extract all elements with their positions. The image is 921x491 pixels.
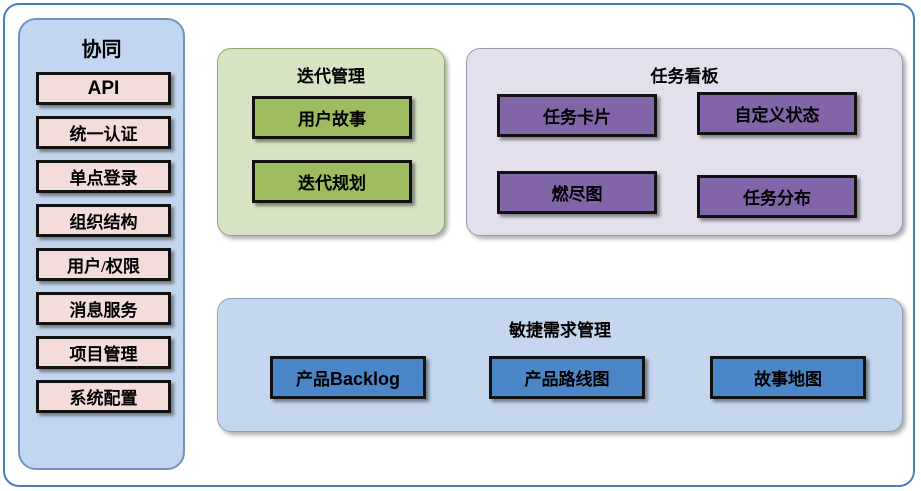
sidebar-item-label: 系统配置 bbox=[69, 389, 138, 408]
iteration-box-iteration-planning[interactable]: 迭代规划 bbox=[252, 160, 412, 203]
task-box-label: 任务分布 bbox=[743, 189, 811, 208]
sidebar-item-single-sign-on[interactable]: 单点登录 bbox=[36, 160, 171, 193]
iteration-panel-title: 迭代管理 bbox=[297, 67, 365, 86]
iteration-management-panel[interactable]: 迭代管理 用户故事 迭代规划 bbox=[217, 48, 445, 236]
task-box-label: 自定义状态 bbox=[734, 106, 820, 125]
task-board-panel-title: 任务看板 bbox=[650, 67, 719, 86]
iteration-box-user-story[interactable]: 用户故事 bbox=[252, 96, 412, 139]
sidebar-item-label: 消息服务 bbox=[69, 301, 138, 320]
agile-requirements-panel-title: 敏捷需求管理 bbox=[509, 321, 611, 340]
agile-box-label: 产品Backlog bbox=[295, 369, 401, 389]
sidebar-item-label: API bbox=[87, 77, 120, 99]
iteration-box-label: 迭代规划 bbox=[298, 174, 366, 193]
task-box-label: 任务卡片 bbox=[543, 108, 611, 127]
task-box-custom-status[interactable]: 自定义状态 bbox=[697, 92, 857, 135]
sidebar-item-system-config[interactable]: 系统配置 bbox=[36, 380, 171, 413]
task-box-label: 燃尽图 bbox=[551, 185, 603, 204]
sidebar-item-message-service[interactable]: 消息服务 bbox=[36, 292, 171, 325]
sidebar-item-project-management[interactable]: 项目管理 bbox=[36, 336, 171, 369]
sidebar-item-unified-auth[interactable]: 统一认证 bbox=[36, 116, 171, 149]
sidebar-item-user-permission[interactable]: 用户/权限 bbox=[36, 248, 171, 281]
sidebar-item-label: 单点登录 bbox=[69, 169, 138, 188]
sidebar-item-label: 用户/权限 bbox=[67, 257, 140, 276]
sidebar-item-org-structure[interactable]: 组织结构 bbox=[36, 204, 171, 237]
agile-box-label: 产品路线图 bbox=[524, 370, 610, 389]
task-box-task-distribution[interactable]: 任务分布 bbox=[697, 175, 857, 218]
agile-requirements-panel[interactable]: 敏捷需求管理 产品Backlog 产品路线图 故事地图 bbox=[217, 298, 903, 432]
sidebar-item-label: 统一认证 bbox=[69, 125, 138, 144]
sidebar-item-api[interactable]: API bbox=[36, 72, 171, 105]
agile-box-product-roadmap[interactable]: 产品路线图 bbox=[489, 356, 645, 399]
collaboration-panel[interactable]: 协同 API 统一认证 单点登录 组织结构 用户/权限 消息服务 项目管理 bbox=[18, 18, 185, 470]
agile-box-product-backlog[interactable]: 产品Backlog bbox=[270, 356, 426, 399]
task-box-burndown-chart[interactable]: 燃尽图 bbox=[497, 171, 657, 214]
task-board-panel[interactable]: 任务看板 任务卡片 自定义状态 燃尽图 任务分布 bbox=[466, 48, 903, 236]
agile-box-story-map[interactable]: 故事地图 bbox=[710, 356, 866, 399]
collaboration-item-list: API 统一认证 单点登录 组织结构 用户/权限 消息服务 项目管理 系统配置 bbox=[36, 72, 171, 424]
sidebar-item-label: 组织结构 bbox=[69, 213, 138, 232]
sidebar-item-label: 项目管理 bbox=[69, 345, 138, 364]
agile-box-label: 故事地图 bbox=[754, 370, 822, 389]
task-box-task-card[interactable]: 任务卡片 bbox=[497, 94, 657, 137]
iteration-box-label: 用户故事 bbox=[298, 110, 366, 129]
collaboration-panel-title: 协同 bbox=[81, 39, 122, 61]
